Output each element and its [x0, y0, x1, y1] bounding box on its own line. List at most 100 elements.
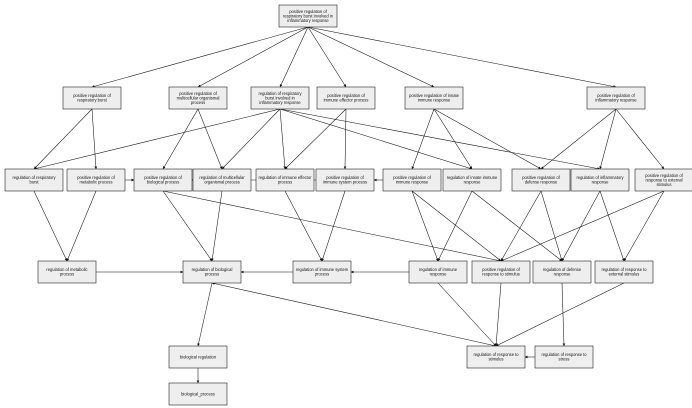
edge-root-to-reg_resp_burst_inflam: [279, 26, 309, 88]
edge-reg_resp_burst_inflam-to-reg_inflam: [279, 108, 601, 170]
node-label-line: multicellular organismal: [177, 95, 220, 100]
node-box: [182, 260, 242, 284]
edge-reg_resp_burst_inflam-to-reg_innate: [279, 108, 473, 170]
node-label-line: respiratory burst: [77, 98, 107, 103]
edge-reg_bio-to-bio_reg: [197, 282, 213, 347]
edge-pos_reg_defense-to-pos_reg_resp_stim: [500, 190, 542, 262]
node-box: [168, 382, 228, 406]
node-box: [292, 260, 352, 284]
node-label-line: organismal process: [204, 180, 240, 185]
node-box: [255, 168, 315, 192]
node-label-line: process: [205, 272, 219, 277]
edge-pos_reg_inflam-to-pos_reg_resp_ext: [615, 108, 665, 170]
node-label-line: inflammatory response: [259, 100, 301, 105]
edge-root-to-pos_reg_immune_effector: [307, 26, 347, 88]
node-box: [62, 86, 122, 110]
edge-pos_reg_inflam-to-pos_reg_defense: [540, 108, 617, 170]
node-label-line: positive regulation of: [77, 175, 115, 180]
node-label-line: biological process: [147, 180, 180, 185]
edge-reg_innate-to-reg_immune_resp: [437, 190, 473, 262]
node-label-line: positive regulation of: [482, 267, 520, 272]
node-label-line: positive regulation of: [393, 175, 431, 180]
edge-reg_immune_resp-to-reg_resp_stim: [437, 282, 497, 347]
node-label-line: regulation of immune: [419, 267, 458, 272]
edge-pos_reg_resp_stim-to-reg_resp_stim: [494, 282, 502, 347]
node-label-line: metabolic process: [80, 180, 113, 185]
edge-reg_multicell-to-reg_bio: [211, 190, 223, 262]
node-label-line: regulation of biological: [192, 267, 233, 272]
node-label-line: process: [315, 272, 329, 277]
node-box: [37, 260, 97, 284]
node-box: [316, 86, 376, 110]
node-box: [382, 168, 442, 192]
node-box: [471, 260, 531, 284]
node-label-line: external stimulus: [609, 272, 640, 277]
node-label-line: regulation of metabolic: [46, 267, 87, 272]
node-box: [4, 168, 64, 192]
node-label-line: positive regulation of: [179, 91, 217, 96]
node-label-line: biological_process: [181, 391, 215, 396]
node-label-line: positive regulation of: [522, 175, 560, 180]
edge-reg_resp_burst_inflam-to-reg_multicell: [221, 108, 281, 170]
node-label-line: regulation of immune effector: [259, 175, 313, 180]
edge-pos_reg_innate-to-pos_reg_defense: [433, 108, 542, 170]
edge-pos_reg_bio-to-reg_bio: [162, 190, 213, 262]
edge-pos_reg_multicell-to-pos_reg_bio: [162, 108, 199, 170]
node-bio-process[interactable]: biological_process: [168, 382, 228, 406]
node-label-line: response: [592, 180, 610, 185]
node-label-line: stimulus: [488, 357, 503, 362]
node-label-line: regulation of response to: [473, 352, 519, 357]
edge-reg_defense-to-reg_resp_stress: [561, 282, 566, 347]
node-label-line: positive regulation of: [597, 93, 635, 98]
edge-pos_reg_resp_ext-to-pos_reg_resp_stim: [500, 190, 665, 262]
node-label-line: positive regulation of: [144, 175, 182, 180]
node-label-line: positive regulation of: [326, 175, 364, 180]
edge-root-to-pos_reg_inflam: [307, 26, 617, 88]
node-box: [586, 86, 646, 110]
node-bio-reg[interactable]: biological regulation: [168, 345, 228, 369]
node-label-line: immune response: [418, 98, 451, 103]
edge-reg_resp_burst-to-reg_metabolic: [33, 190, 68, 262]
node-box: [511, 168, 571, 192]
edge-pos_reg_inflam-to-reg_inflam: [599, 108, 617, 170]
node-label-line: regulation of response to: [601, 267, 647, 272]
node-label-line: defense response: [525, 180, 558, 185]
node-label-line: regulation of inflammatory: [576, 175, 624, 180]
node-box: [278, 4, 338, 28]
edge-reg_resp_burst_inflam-to-reg_resp_burst: [33, 108, 281, 170]
node-box: [168, 345, 228, 369]
edge-pos_reg_immune_effector-to-pos_reg_immune_sys: [343, 108, 347, 170]
node-label-line: burst: [29, 180, 39, 185]
node-label-line: process: [191, 100, 205, 105]
node-label-line: immune response: [396, 180, 429, 185]
node-label-line: regulation of respiratory: [12, 175, 56, 180]
